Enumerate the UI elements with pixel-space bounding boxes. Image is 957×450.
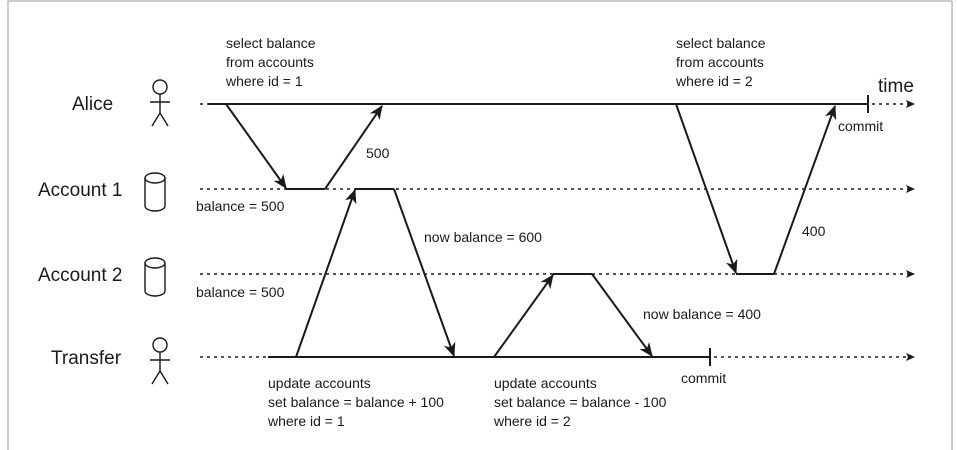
person-icon [150, 79, 170, 127]
alice-query1-note: select balance from accounts where id = … [225, 35, 319, 89]
update2-line-2: set balance = balance - 100 [494, 394, 667, 410]
alice-query2-line-3: where id = 2 [675, 73, 753, 89]
alice-query1-line-2: from accounts [226, 54, 314, 70]
transfer-commit-label: commit [681, 370, 726, 386]
alice-query2-note: select balance from accounts where id = … [675, 35, 769, 89]
lane-label-account2: Account 2 [38, 265, 123, 286]
transfer-update2-response-arrow [591, 273, 653, 357]
update1-line-1: update accounts [268, 375, 371, 391]
update2-line-1: update accounts [494, 375, 597, 391]
alice-query2-response-arrow [773, 105, 837, 275]
now-balance-400-label: now balance = 400 [643, 306, 761, 322]
alice-query1-response-arrow [324, 105, 383, 190]
update1-line-2: set balance = balance + 100 [268, 394, 444, 410]
time-label: time [878, 76, 914, 97]
transfer-update1-response-arrow [393, 188, 456, 357]
lane-label-account1: Account 1 [38, 180, 123, 201]
update2-line-3: where id = 2 [493, 413, 571, 429]
return-value-400: 400 [802, 223, 826, 239]
update1-note: update accounts set balance = balance + … [267, 375, 448, 429]
alice-commit-label: commit [838, 118, 883, 134]
lane-label-alice: Alice [72, 94, 113, 115]
alice-query2-line-2: from accounts [676, 54, 764, 70]
account1-balance-label: balance = 500 [196, 198, 285, 214]
alice-query1-request-arrow [225, 103, 287, 189]
update2-note: update accounts set balance = balance - … [493, 375, 670, 429]
transfer-update2-request-arrow [493, 274, 554, 358]
lane-label-transfer: Transfer [51, 348, 122, 369]
database-cylinder-icon [144, 257, 166, 297]
alice-query2-line-1: select balance [676, 35, 766, 51]
alice-query2-request-arrow [675, 103, 738, 274]
now-balance-600-label: now balance = 600 [424, 229, 542, 245]
return-value-500: 500 [366, 145, 390, 161]
account2-balance-label: balance = 500 [196, 284, 285, 300]
alice-query1-line-3: where id = 1 [225, 73, 303, 89]
database-cylinder-icon [144, 172, 166, 212]
transfer-update1-request-arrow [295, 189, 357, 358]
alice-query1-line-1: select balance [226, 35, 316, 51]
person-icon [150, 337, 170, 385]
update1-line-3: where id = 1 [267, 413, 345, 429]
